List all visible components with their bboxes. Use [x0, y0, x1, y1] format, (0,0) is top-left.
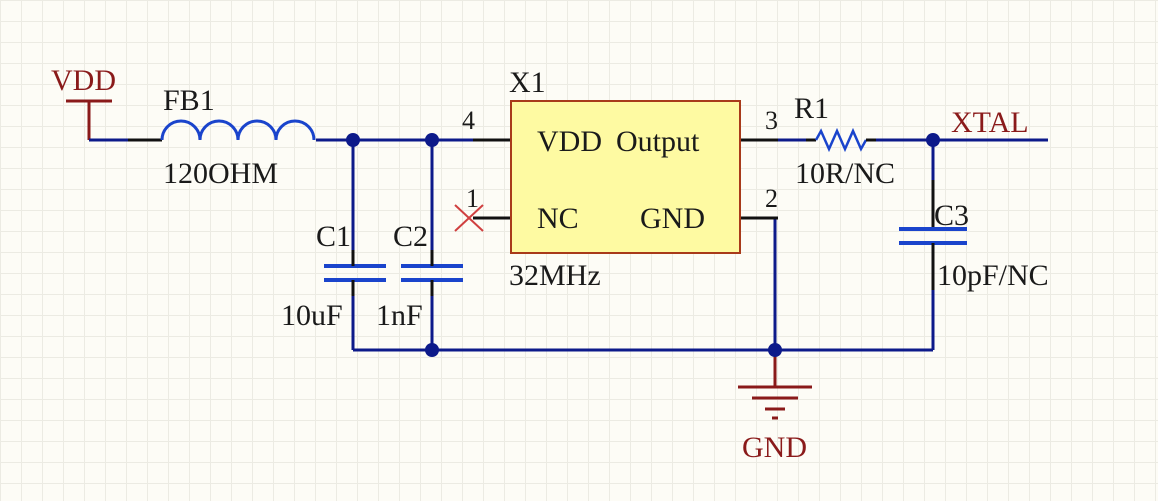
junction-c2-bottom — [425, 343, 439, 357]
ferrite-bead-fb1: FB1 120OHM — [128, 84, 316, 190]
vdd-label: VDD — [51, 64, 116, 97]
x1-designator: X1 — [509, 66, 546, 99]
junctions — [346, 133, 940, 357]
xtal-net-label: XTAL — [951, 106, 1029, 139]
x1-pin-output-label: Output — [616, 125, 700, 158]
fb1-designator: FB1 — [163, 84, 215, 117]
x1-pin2-number: 2 — [765, 184, 778, 213]
vdd-power-port: VDD — [51, 64, 116, 140]
junction-c3-top — [926, 133, 940, 147]
c3-value: 10pF/NC — [937, 259, 1049, 292]
x1-value: 32MHz — [509, 259, 601, 292]
c2-designator: C2 — [393, 220, 428, 253]
c1-value: 10uF — [281, 299, 343, 332]
junction-c1-top — [346, 133, 360, 147]
gnd-label: GND — [742, 431, 807, 464]
junction-c2-top — [425, 133, 439, 147]
oscillator-x1: X1 32MHz VDD Output NC GND 4 1 3 2 — [454, 66, 778, 292]
capacitor-c3: C3 10pF/NC — [899, 180, 1049, 292]
x1-pin-nc-label: NC — [537, 202, 579, 235]
fb1-value: 120OHM — [163, 157, 278, 190]
capacitor-c1: C1 10uF — [281, 220, 386, 332]
c2-value: 1nF — [376, 299, 423, 332]
x1-pin-gnd-label: GND — [640, 202, 705, 235]
gnd-power-port: GND — [738, 350, 812, 464]
x1-pin1-number: 1 — [466, 184, 479, 213]
resistor-r1: R1 10R/NC — [794, 92, 895, 190]
x1-pin4-number: 4 — [462, 106, 475, 135]
junction-gnd — [768, 343, 782, 357]
r1-value: 10R/NC — [795, 157, 895, 190]
r1-designator: R1 — [794, 92, 829, 125]
capacitor-c2: C2 1nF — [376, 220, 463, 332]
x1-body — [510, 100, 741, 254]
c1-designator: C1 — [316, 220, 351, 253]
no-connect-marker — [454, 204, 484, 232]
c3-designator: C3 — [934, 199, 969, 232]
x1-pin-vdd-label: VDD — [537, 125, 602, 158]
x1-pin3-number: 3 — [765, 106, 778, 135]
